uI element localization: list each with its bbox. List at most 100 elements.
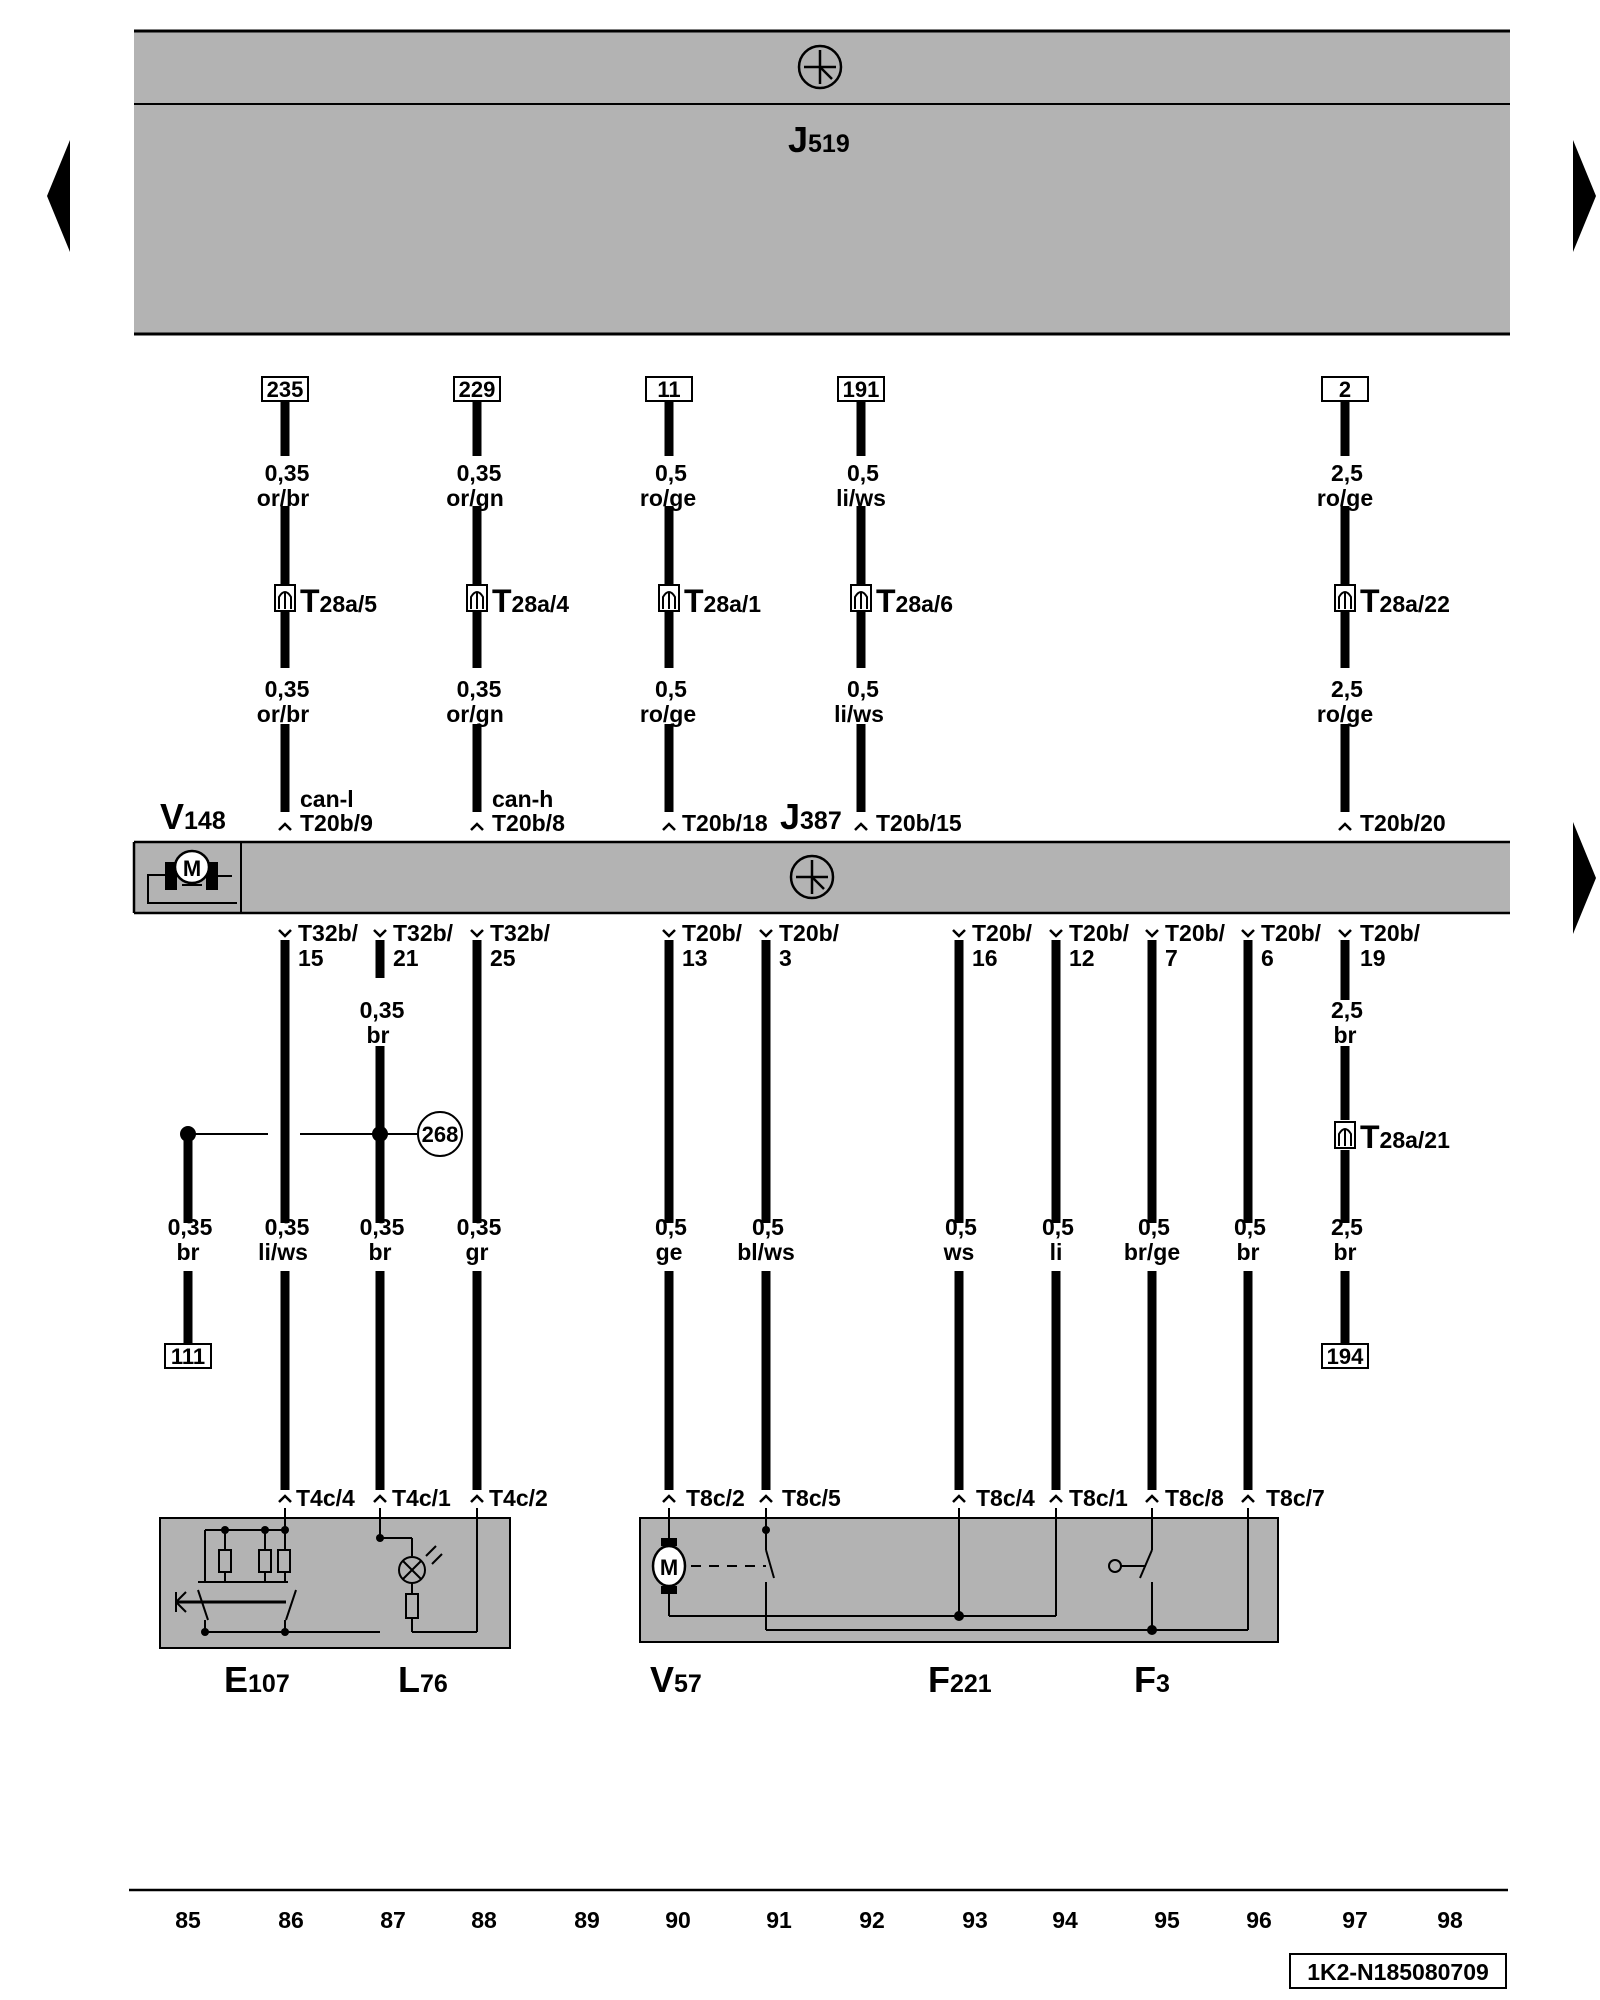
wire-color-label: ro/ge [640, 701, 696, 727]
wire-color-label: or/gn [446, 485, 504, 511]
wire-size-label: 0,35 [360, 997, 405, 1023]
motor-v148-symbol: M [147, 849, 237, 904]
pin-label: T32b/ [393, 920, 454, 946]
doc-id: 1K2-N185080709 [1307, 1959, 1489, 1985]
pin-label: T4c/1 [392, 1485, 451, 1511]
wire-color-label: bl/ws [737, 1239, 795, 1265]
wire-color-label: br [1237, 1239, 1260, 1265]
wire-color-label: br [367, 1022, 390, 1048]
pin-label: 21 [393, 945, 419, 971]
component-labels: E107 L76 V57 F221 F3 [224, 1659, 1170, 1700]
pin-label: 12 [1069, 945, 1095, 971]
continuation-arrow-icon[interactable] [1573, 822, 1596, 934]
wire-size-label: 0,5 [945, 1214, 977, 1240]
t28a-connectors: T28a/5 T28a/4 T28a/1 T28a/6 T28a/22 [274, 583, 1450, 619]
svg-text:T28a/4: T28a/4 [492, 583, 569, 619]
wire-color-label: br [177, 1239, 200, 1265]
ref-268: 268 [422, 1122, 459, 1147]
doc-id-box [1289, 1953, 1507, 1989]
wire-color-label: or/gn [446, 701, 504, 727]
pin-label: 25 [490, 945, 516, 971]
top-terminal-labels: can-l T20b/9 can-h T20b/8 T20b/18 T20b/1… [300, 786, 1446, 836]
ref-191: 191 [843, 377, 880, 402]
wire-size-label: 0,5 [655, 676, 687, 702]
top-wire-labels: 0,35 or/br 0,35 or/br 0,35 or/gn 0,35 or… [257, 460, 1373, 727]
bottom-pin-labels: T32b/ 15 T32b/ 21 T32b/ 25 T20b/ 13 T20b… [298, 920, 1421, 971]
pin-label: 13 [682, 945, 708, 971]
component-box-e107-l76 [159, 1508, 511, 1649]
component-f3-label: F3 [1134, 1659, 1170, 1700]
column-number: 91 [766, 1907, 792, 1933]
module-j387 [132, 840, 1510, 915]
motor-icon [651, 1544, 687, 1588]
terminal-label: T20b/18 [682, 810, 768, 836]
terminal-label: T20b/15 [876, 810, 962, 836]
pin-label: T32b/ [490, 920, 551, 946]
ref-229: 229 [459, 377, 496, 402]
wire-size-label: 0,5 [655, 460, 687, 486]
svg-text:T28a/22: T28a/22 [1360, 583, 1450, 619]
pin-label: T8c/4 [976, 1485, 1035, 1511]
terminal-label: can-l [300, 786, 354, 812]
wire-size-label: 0,35 [265, 676, 310, 702]
wire-size-label: 0,5 [1042, 1214, 1074, 1240]
wire-size-label: 0,35 [265, 1214, 310, 1240]
connector-t28a-21: T28a/21 [1334, 1119, 1450, 1155]
control-unit-symbol-icon [797, 44, 843, 90]
svg-text:M: M [660, 1555, 678, 1580]
column-number: 98 [1437, 1907, 1463, 1933]
terminal-label: T20b/20 [1360, 810, 1446, 836]
ref-11: 11 [657, 377, 680, 402]
wire-size-label: 0,35 [457, 1214, 502, 1240]
wire-color-label: ro/ge [1317, 701, 1373, 727]
control-unit-symbol-icon [789, 854, 835, 900]
wire-size-label: 0,35 [168, 1214, 213, 1240]
wire-color-label: li/ws [836, 485, 886, 511]
wire-color-label: li/ws [258, 1239, 308, 1265]
module-j519: J519 [134, 29, 1510, 336]
pin-label: T8c/5 [782, 1485, 841, 1511]
pin-label: 16 [972, 945, 998, 971]
pin-label: T8c/8 [1165, 1485, 1224, 1511]
pin-label: T4c/2 [489, 1485, 548, 1511]
component-pin-arrows [278, 1494, 1255, 1503]
column-number: 96 [1246, 1907, 1272, 1933]
svg-text:T28a/5: T28a/5 [300, 583, 377, 619]
top-wires [280, 401, 1350, 812]
pin-label: 3 [779, 945, 792, 971]
column-number: 97 [1342, 1907, 1368, 1933]
wire-color-label: br/ge [1124, 1239, 1180, 1265]
component-e107-label: E107 [224, 1659, 290, 1700]
previous-page-arrow-icon[interactable] [47, 140, 70, 252]
wire-size-label: 0,5 [752, 1214, 784, 1240]
connector-t28a-1: T28a/1 [658, 583, 761, 619]
wire-size-label: 0,5 [655, 1214, 687, 1240]
wire-size-label: 2,5 [1331, 997, 1363, 1023]
pin-label: T8c/7 [1266, 1485, 1325, 1511]
top-references: 235 229 11 191 2 [261, 376, 1369, 402]
ref-235: 235 [267, 377, 304, 402]
pin-label: 6 [1261, 945, 1274, 971]
wire-color-label: ws [943, 1239, 975, 1265]
wire-size-label: 2,5 [1331, 460, 1363, 486]
svg-text:T28a/1: T28a/1 [684, 583, 761, 619]
module-j387-label: J387 [780, 796, 842, 837]
terminal-label: T20b/9 [300, 810, 373, 836]
component-f221-label: F221 [928, 1659, 992, 1700]
pin-label: 7 [1165, 945, 1178, 971]
wire-color-label: ge [656, 1239, 683, 1265]
top-terminal-arrows [278, 822, 1352, 831]
component-box-v57-f221-f3: M [639, 1508, 1279, 1643]
terminal-label: T20b/8 [492, 810, 565, 836]
wire-size-label: 0,35 [457, 676, 502, 702]
ref-194: 194 [1327, 1344, 1364, 1369]
wire-color-label: or/br [257, 485, 309, 511]
wire-color-label: br [369, 1239, 392, 1265]
next-page-arrow-icon[interactable] [1573, 140, 1596, 252]
lower-wire-labels: 0,35 br 0,35 li/ws 0,35 br 0,35 gr 0,5 g… [168, 1214, 1364, 1265]
wire-size-label: 2,5 [1331, 676, 1363, 702]
pin-label: T20b/ [779, 920, 840, 946]
wire-color-label: li [1050, 1239, 1063, 1265]
wire-size-label: 0,5 [847, 460, 879, 486]
ref-111: 111 [171, 1344, 205, 1369]
